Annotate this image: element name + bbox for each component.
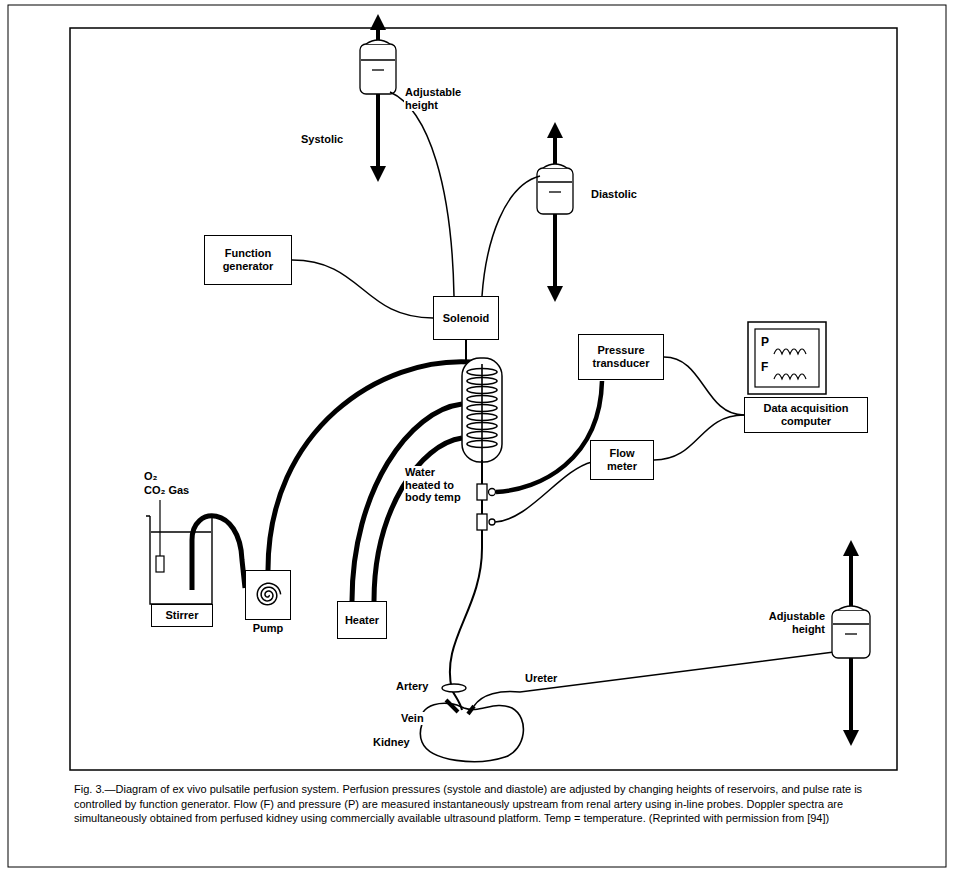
signal-wire	[664, 357, 744, 415]
signal-wire	[292, 260, 433, 318]
function-generator-box: Function generator	[204, 235, 292, 285]
pump-spiral	[257, 583, 280, 604]
part-label: Diastolic	[590, 188, 638, 201]
reservoir-bottle	[833, 623, 869, 624]
computer-monitor	[748, 322, 826, 394]
height-arrow	[547, 286, 563, 302]
perfusate-tube	[450, 548, 482, 690]
reservoir-bottle	[543, 164, 567, 168]
reservoir-bottle	[537, 164, 573, 214]
in-line-fitting	[477, 484, 496, 530]
flow-meter-box: Flow meter	[590, 440, 654, 480]
part-label: Systolic	[300, 133, 344, 146]
computer-monitor	[748, 322, 826, 394]
box-label: Flow meter	[595, 447, 649, 472]
box-label: Function generator	[209, 247, 287, 272]
part-label: Kidney	[372, 736, 411, 749]
height-arrow	[547, 122, 563, 138]
reservoir-bottle	[537, 168, 573, 214]
solenoid-box: Solenoid	[433, 296, 499, 340]
box-label: Solenoid	[443, 312, 489, 325]
part-label: Ureter	[524, 672, 558, 685]
reservoir-tube	[482, 176, 540, 296]
reservoir-bottle	[360, 40, 396, 94]
pump-box: Pump	[245, 570, 291, 620]
pressure-transducer-box: Pressure transducer	[578, 334, 664, 380]
box-label: Stirrer	[165, 609, 198, 622]
in-line-fitting	[477, 484, 487, 500]
reservoir-bottle	[832, 606, 870, 658]
heater-tube	[374, 438, 462, 601]
box-label: Data acquisition computer	[749, 402, 863, 427]
in-line-fitting	[489, 519, 495, 525]
height-arrow	[843, 540, 859, 556]
reservoir-bottle	[845, 633, 857, 634]
reservoir-bottle	[360, 44, 396, 94]
figure-frame	[8, 5, 946, 867]
renal-vessels	[446, 700, 458, 712]
in-line-fitting	[489, 489, 496, 496]
box-label: Pressure transducer	[583, 344, 659, 369]
part-label: Vein	[400, 712, 425, 725]
reservoir-bottle	[838, 606, 864, 610]
reservoir-bottle	[372, 69, 384, 70]
box-label: Heater	[345, 614, 379, 627]
signal-wire	[654, 415, 744, 460]
reservoir-bottle	[549, 191, 561, 192]
perfusate-tube	[481, 364, 483, 460]
reservoir-bottle	[538, 181, 572, 182]
renal-vessels	[442, 684, 474, 714]
computer-monitor	[774, 374, 806, 379]
flow-line	[495, 462, 592, 522]
height-arrow	[843, 730, 859, 746]
kidney-shape	[420, 703, 523, 761]
part-label: Artery	[395, 680, 429, 693]
heating-jacket	[462, 358, 502, 462]
figure-caption: Fig. 3.—Diagram of ex vivo pulsatile per…	[74, 782, 886, 826]
solenoid-tube	[465, 340, 467, 362]
part-label: CO₂ Gas	[143, 484, 190, 497]
ureter-line	[474, 652, 834, 706]
box-label: Pump	[253, 622, 284, 635]
part-label: Water heated to body temp	[404, 466, 470, 504]
screen-trace-label: F	[760, 361, 769, 375]
pump-tube	[268, 362, 472, 570]
renal-vessels	[468, 706, 474, 714]
part-label: O₂	[143, 470, 158, 483]
reservoir-bottle	[361, 59, 395, 60]
in-line-fitting	[477, 514, 487, 530]
reservoir-tube	[390, 92, 454, 296]
computer-monitor	[774, 349, 806, 354]
beaker-tube	[192, 516, 245, 590]
beaker	[150, 516, 212, 604]
gas-line	[159, 500, 160, 556]
reservoir-bottle	[366, 40, 390, 44]
figure-frame	[70, 28, 897, 770]
part-label: Adjustable height	[404, 86, 470, 111]
renal-vessels	[442, 684, 466, 692]
pump-spiral	[253, 580, 283, 610]
height-arrow	[370, 14, 386, 182]
part-label: Adjustable height	[760, 610, 826, 635]
perfusate-tube	[481, 460, 483, 548]
computer-monitor	[755, 329, 819, 387]
screen-trace-label: P	[760, 336, 770, 350]
pressure-line	[496, 381, 602, 492]
stirrer-box: Stirrer	[151, 604, 213, 627]
reservoir-bottle	[832, 610, 870, 658]
gas-line	[156, 556, 164, 572]
heater-box: Heater	[337, 601, 387, 639]
figure-frame	[8, 5, 946, 867]
computer-box: Data acquisition computer	[744, 397, 868, 433]
height-arrow	[370, 14, 386, 30]
height-arrow	[370, 166, 386, 182]
beaker	[146, 516, 216, 604]
gas-line	[156, 500, 164, 572]
